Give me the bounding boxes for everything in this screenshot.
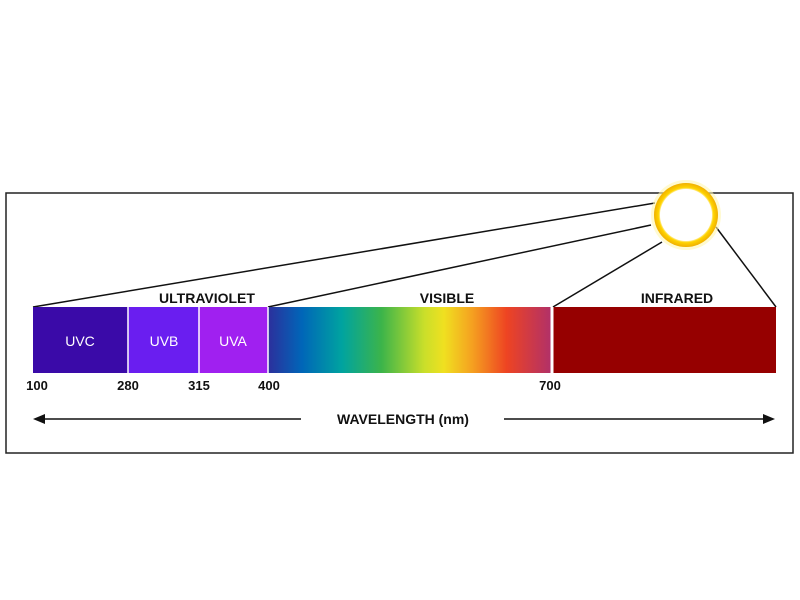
axis-label: WAVELENGTH (nm)	[337, 411, 469, 427]
wavelength-axis	[33, 414, 775, 424]
ray-to-infrared-start	[552, 241, 663, 308]
tick-label: 100	[26, 378, 48, 393]
axis-arrowhead-left	[33, 414, 45, 424]
uvb-label: UVB	[150, 333, 179, 349]
visible-label: VISIBLE	[420, 290, 474, 306]
visible-band	[268, 307, 552, 373]
tick-label: 315	[188, 378, 210, 393]
tick-label: 700	[539, 378, 561, 393]
sun-rays	[32, 202, 777, 308]
ultraviolet-label: ULTRAVIOLET	[159, 290, 255, 306]
uvc-label: UVC	[65, 333, 95, 349]
diagram-frame	[5, 192, 794, 454]
ray-to-visible-start	[267, 224, 652, 308]
sun-icon	[651, 180, 721, 250]
tick-label: 400	[258, 378, 280, 393]
axis-arrowhead-right	[763, 414, 775, 424]
ray-to-infrared-end	[715, 226, 777, 308]
uva-label: UVA	[219, 333, 247, 349]
uvc-band	[33, 307, 128, 373]
uvb-band	[128, 307, 199, 373]
uva-band	[199, 307, 268, 373]
band-dividers	[127, 307, 554, 373]
infrared-label: INFRARED	[641, 290, 713, 306]
ray-to-ultraviolet-start	[32, 202, 656, 308]
tick-label: 280	[117, 378, 139, 393]
infrared-band	[553, 307, 776, 373]
